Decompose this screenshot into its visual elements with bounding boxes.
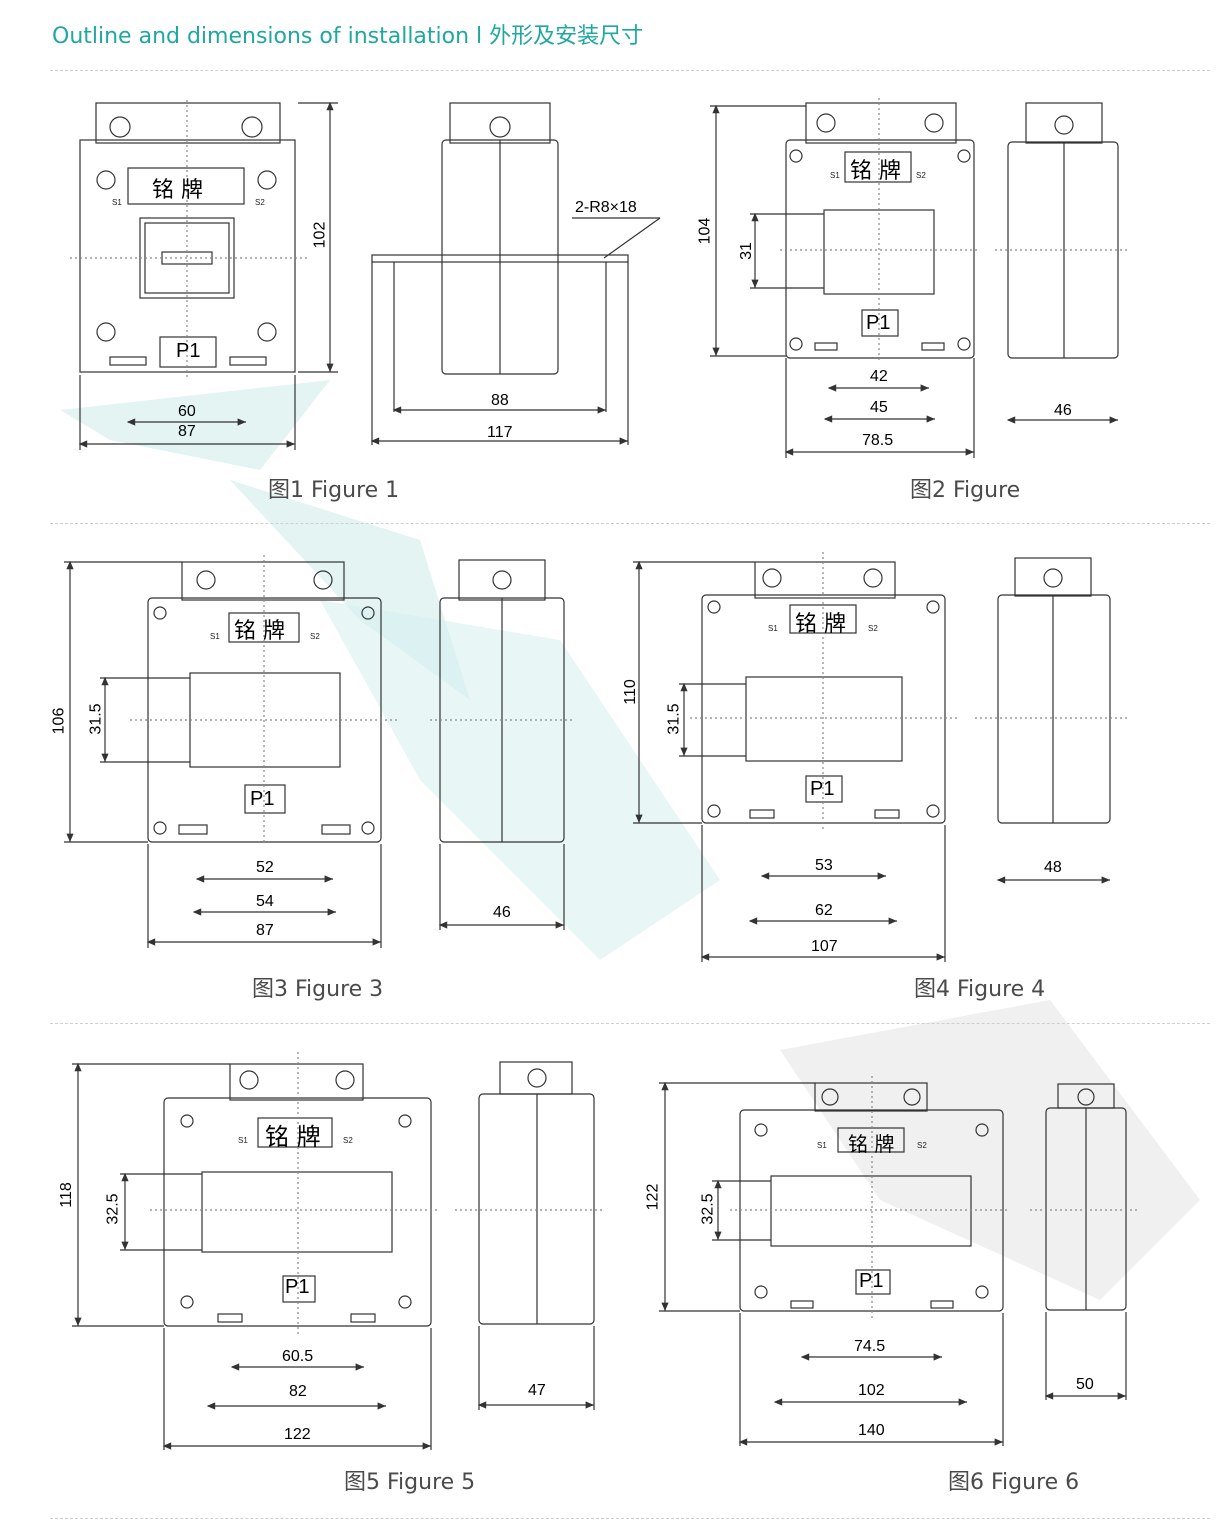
nameplate-label: 铭 牌 (795, 612, 846, 637)
dim-window: 31 (737, 242, 755, 260)
dim-window: 31.5 (87, 703, 105, 735)
dim-height: 106 (50, 707, 68, 735)
dim-height: 122 (644, 1183, 662, 1211)
divider (50, 523, 1210, 524)
dim-window: 32.5 (699, 1193, 717, 1225)
dim-mount: 60.5 (282, 1348, 314, 1365)
dim-width: 87 (178, 423, 196, 440)
divider (50, 1023, 1210, 1024)
terminal-p1-label: P1 (285, 1276, 310, 1298)
dim-side-outer: 117 (487, 424, 513, 441)
dim-depth: 46 (493, 904, 511, 921)
dim-depth: 47 (528, 1382, 546, 1399)
figure-4-caption: 图4 Figure 4 (914, 977, 1046, 1002)
terminal-p1-label: P1 (866, 312, 891, 334)
dim-inner: 82 (289, 1383, 307, 1400)
nameplate-label: 铭 牌 (850, 159, 901, 184)
dim-window: 32.5 (104, 1193, 122, 1225)
divider (50, 70, 1210, 71)
figure-1-caption: 图1 Figure 1 (268, 478, 400, 503)
dim-width: 140 (858, 1422, 885, 1439)
terminal-p1-label: P1 (250, 788, 275, 810)
dim-mount: 52 (256, 859, 274, 876)
figure-6-caption: 图6 Figure 6 (948, 1470, 1080, 1495)
dim-inner: 62 (815, 902, 833, 919)
dim-height: 118 (57, 1182, 75, 1208)
figure-5-caption: 图5 Figure 5 (344, 1470, 476, 1495)
dim-depth: 50 (1076, 1376, 1094, 1393)
figure-3-caption: 图3 Figure 3 (252, 977, 384, 1002)
dim-mount: 53 (815, 857, 833, 874)
dim-width: 107 (811, 938, 838, 955)
dim-side-inner: 88 (491, 392, 509, 409)
nameplate-label: 铭 牌 (848, 1132, 895, 1156)
terminal-p1-label: P1 (810, 778, 835, 800)
page-header: Outline and dimensions of installation l… (52, 24, 644, 49)
dim-width: 122 (284, 1426, 311, 1443)
dim-slot: 2-R8×18 (575, 199, 637, 216)
dim-height: 110 (621, 679, 639, 705)
dim-width: 87 (256, 922, 274, 939)
dim-inner: 45 (870, 399, 888, 416)
terminal-p1-label: P1 (859, 1270, 884, 1292)
dim-window: 31.5 (665, 703, 683, 735)
terminal-p1-label: P1 (176, 340, 201, 362)
nameplate-label: 铭 牌 (265, 1123, 321, 1151)
dim-depth: 46 (1054, 402, 1072, 419)
dim-height: 104 (696, 217, 714, 245)
figure-2-caption: 图2 Figure (910, 478, 1021, 503)
nameplate-label: 铭 牌 (152, 178, 203, 203)
dim-mount: 42 (870, 368, 888, 385)
dim-width: 78.5 (862, 432, 894, 449)
dim-inner: 54 (256, 893, 274, 910)
divider (50, 1518, 1210, 1519)
dim-height: 102 (311, 221, 329, 249)
dim-depth: 48 (1044, 859, 1062, 876)
dim-inner: 102 (858, 1382, 885, 1399)
nameplate-label: 铭 牌 (234, 619, 285, 644)
dim-mount: 60 (178, 403, 196, 420)
dim-mount: 74.5 (854, 1338, 886, 1355)
